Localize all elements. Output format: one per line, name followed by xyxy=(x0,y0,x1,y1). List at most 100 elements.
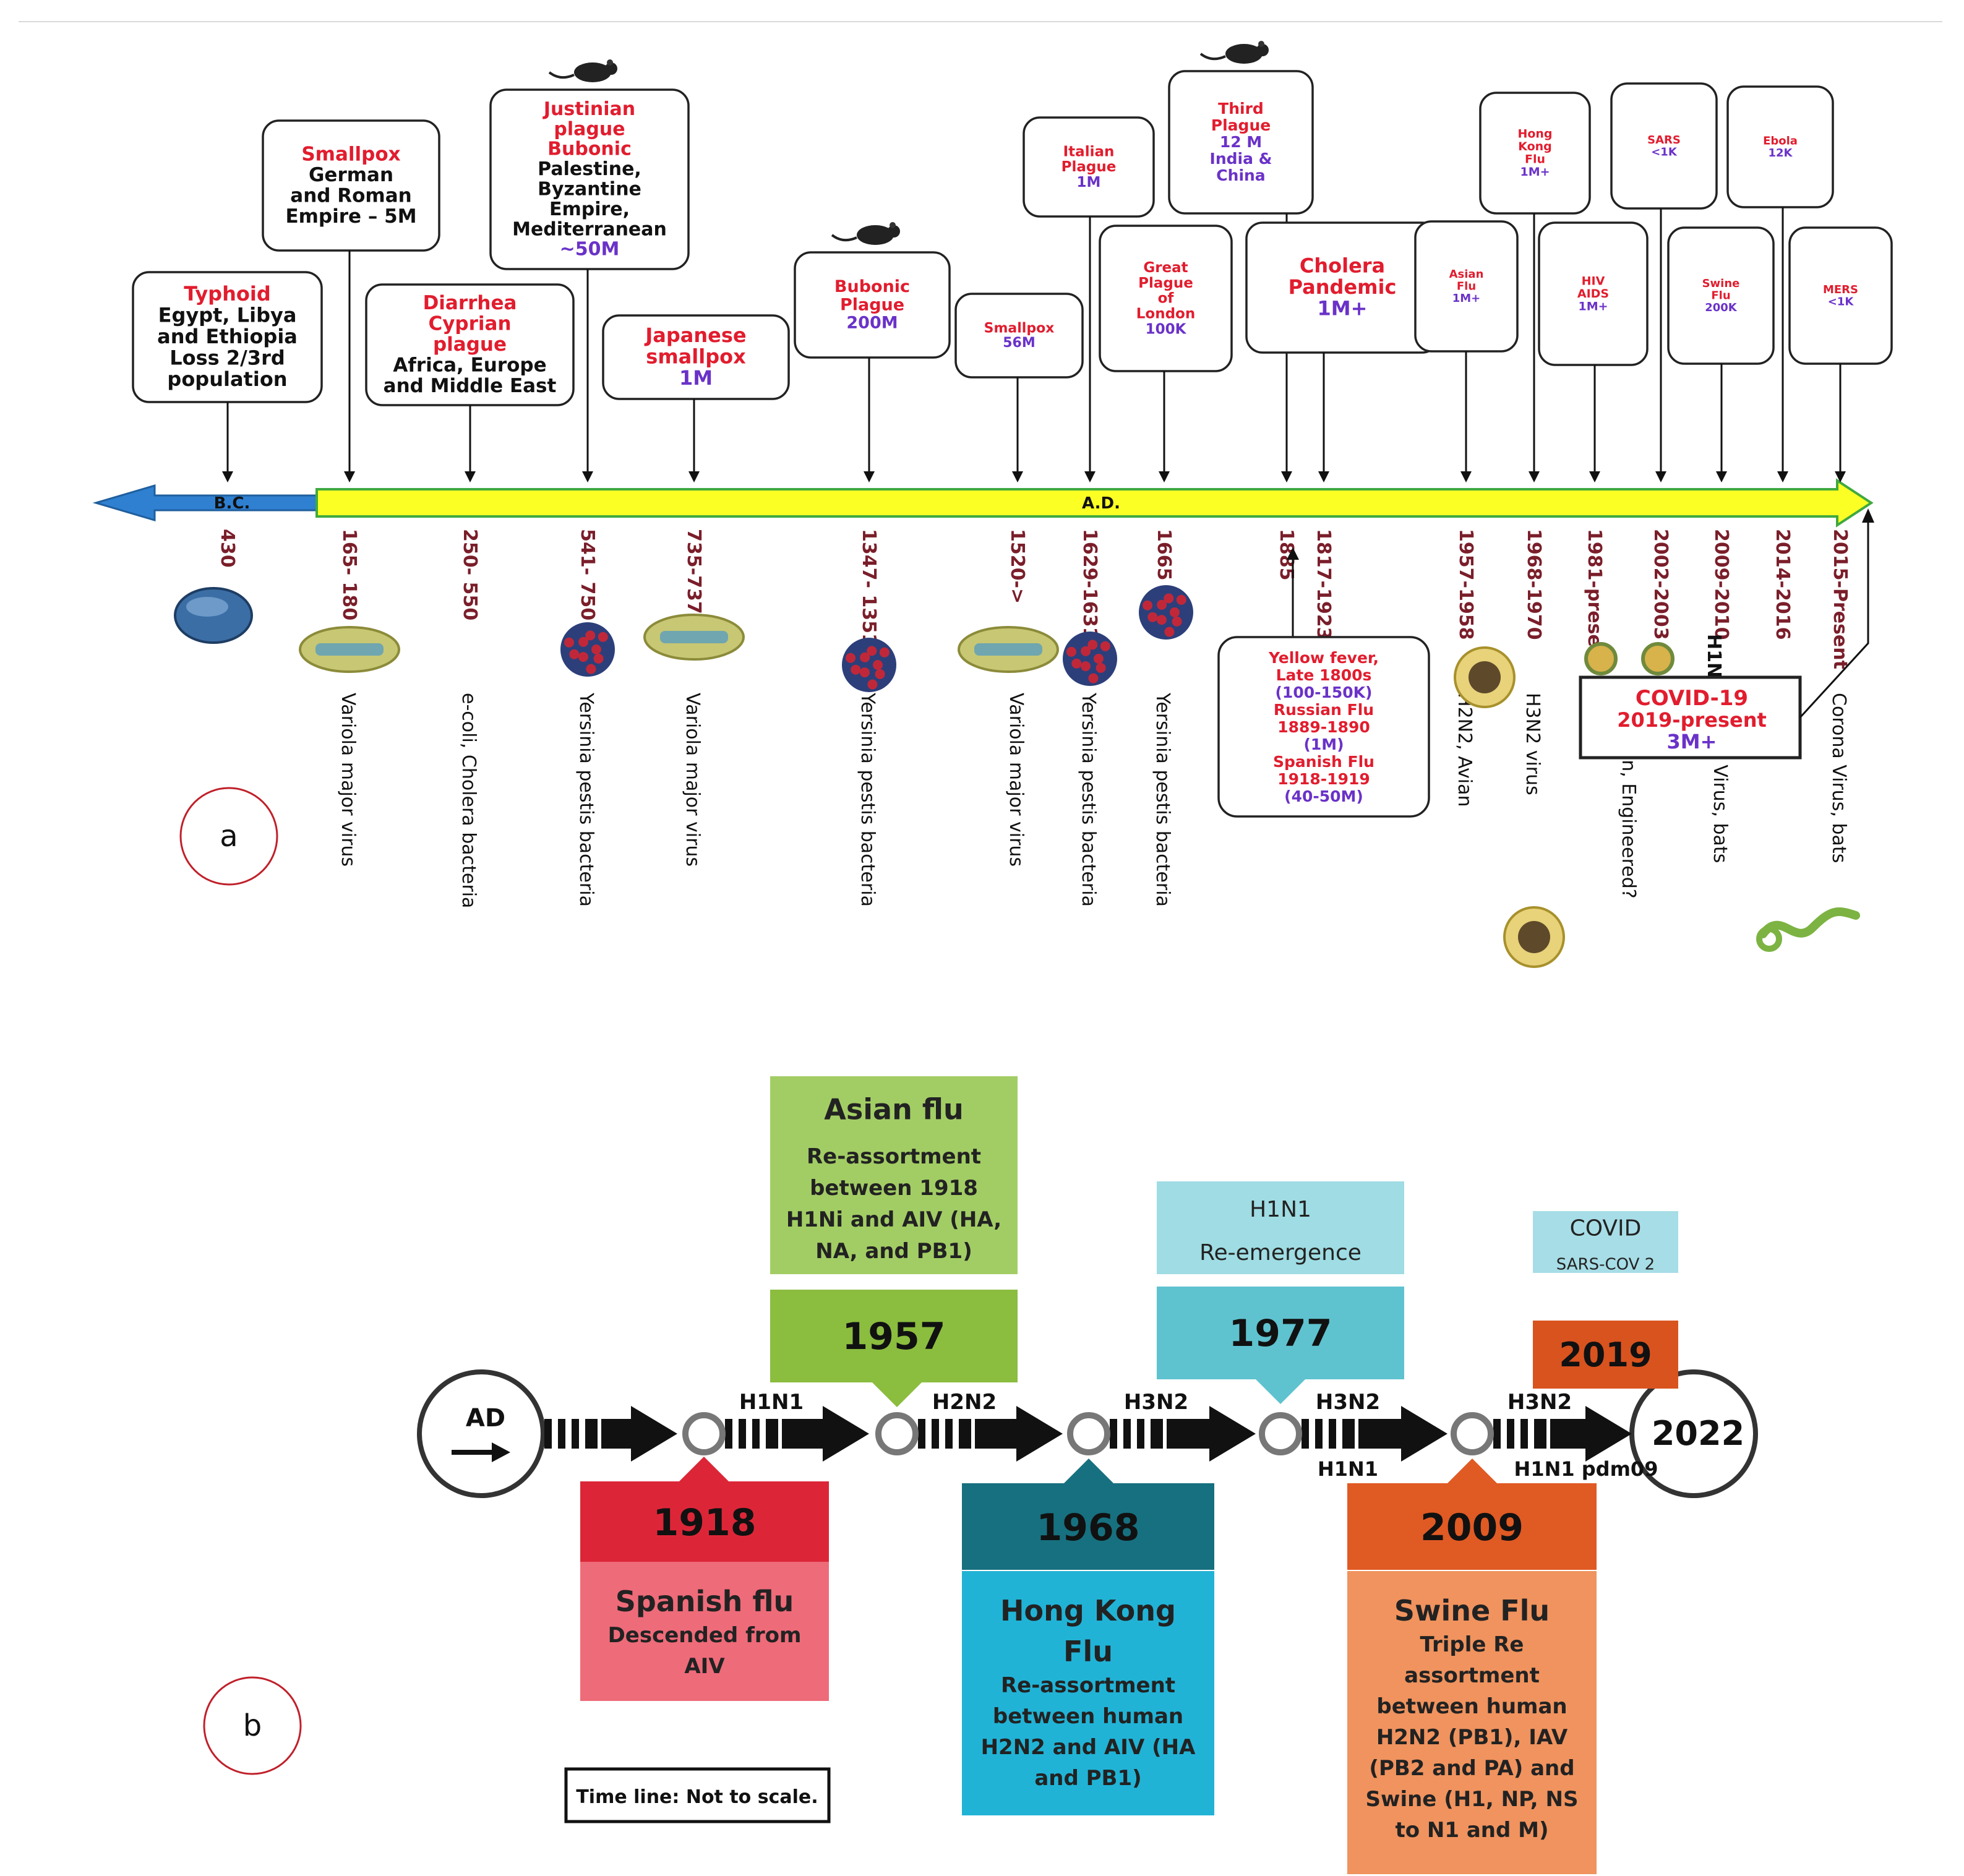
pointer-arrowhead xyxy=(1012,471,1023,482)
rat-ear xyxy=(607,59,613,66)
cocci-pathogen-icon xyxy=(1139,585,1193,640)
event-detail: German xyxy=(309,164,393,186)
event-name: 1889-1890 xyxy=(1277,718,1370,736)
event-box xyxy=(1023,116,1155,218)
rat-tail xyxy=(548,71,575,79)
timeline-segment-4: H3N2 xyxy=(1110,1390,1256,1462)
pointer-arrowhead xyxy=(582,471,593,482)
event-name: Japanese xyxy=(644,323,746,347)
pointer-arrowhead xyxy=(1589,471,1600,482)
era-ad-label: A.D. xyxy=(1082,494,1120,513)
segment-dash xyxy=(1534,1419,1546,1449)
cocci-spot xyxy=(846,653,856,663)
covid-dates: 2019-present xyxy=(1617,708,1767,732)
event-death-toll: (100-150K) xyxy=(1276,683,1373,701)
segment-dash xyxy=(572,1419,579,1449)
event-name: Cholera xyxy=(1300,254,1385,277)
event-death-toll: 1M+ xyxy=(1452,292,1481,305)
event-box xyxy=(1726,85,1834,208)
rod-pathogen-icon xyxy=(643,614,745,661)
event-name: Hong xyxy=(1517,127,1552,141)
card-description: NA, and PB1) xyxy=(815,1239,972,1264)
event-name: Spanish Flu xyxy=(1273,753,1374,771)
cocci-spot xyxy=(564,637,575,648)
start-label: AD xyxy=(466,1404,505,1433)
event-name: Late 1800s xyxy=(1276,666,1372,684)
event-date: 1957-1958 xyxy=(1455,529,1477,640)
event-date: 250- 550 xyxy=(459,529,481,620)
segment-dash xyxy=(1137,1419,1144,1449)
event-name: AIDS xyxy=(1577,287,1609,301)
covid-death-toll: 3M+ xyxy=(1667,730,1717,753)
cocci-spot xyxy=(1143,600,1153,610)
card-description: H1Ni and AIV (HA, xyxy=(786,1207,1001,1232)
pointer-arrowhead xyxy=(1777,471,1788,482)
card-year-panel xyxy=(1157,1287,1404,1379)
event-detail: and Ethiopia xyxy=(157,325,298,348)
cocci-spot xyxy=(1164,627,1175,637)
segment-dash xyxy=(544,1419,552,1449)
rat-ear xyxy=(1258,41,1264,47)
timeline-note: Time line: Not to scale. xyxy=(576,1786,818,1808)
cocci-spot xyxy=(578,652,588,662)
cocci-spot xyxy=(1096,662,1106,673)
cocci-pathogen-icon xyxy=(1063,632,1117,686)
event-box xyxy=(794,251,951,359)
rod-core xyxy=(660,631,728,643)
filament-loop xyxy=(1756,926,1782,952)
event-name: MERS xyxy=(1823,283,1858,296)
card-description: H2N2 (PB1), IAV xyxy=(1376,1725,1568,1750)
event-name: smallpox xyxy=(646,345,746,368)
cocci-spot xyxy=(1071,658,1082,669)
segment-arrowhead xyxy=(1016,1406,1063,1462)
card-description: between human xyxy=(1376,1694,1567,1719)
card-year: 1918 xyxy=(653,1501,757,1544)
segment-subtype-top: H3N2 xyxy=(1316,1390,1380,1415)
event-detail: Mediterranean xyxy=(512,218,667,240)
segment-dash xyxy=(766,1419,778,1449)
event-death-toll: ~50M xyxy=(560,239,620,260)
event-date: 2009-2010 xyxy=(1710,529,1732,640)
timeline-node xyxy=(875,1412,919,1455)
event-date: 1629-1631 xyxy=(1079,529,1100,640)
cocci-spot xyxy=(1176,594,1186,605)
event-death-toll: 1M+ xyxy=(1318,296,1368,320)
card-year-panel xyxy=(1347,1483,1597,1570)
event-detail: Empire, xyxy=(549,199,630,220)
segment-dash xyxy=(1301,1419,1309,1449)
cocci-spot xyxy=(569,649,580,659)
rat-tail xyxy=(1199,53,1226,61)
cocci-pathogen-icon xyxy=(560,622,615,677)
event-box xyxy=(1538,221,1649,366)
segment-dash xyxy=(1520,1419,1528,1449)
segment-subtype-bottom: H1N1 pdm09 xyxy=(1514,1457,1658,1481)
pointer-arrowhead xyxy=(344,471,355,482)
event-name: Bubonic xyxy=(547,139,632,160)
cocci-spot xyxy=(591,645,601,654)
cocci-spot xyxy=(1170,607,1180,617)
event-detail: Loss 2/3rd xyxy=(169,346,285,369)
event-date: 541- 750 xyxy=(577,529,598,620)
card-description-panel xyxy=(1347,1571,1597,1874)
event-name: SARS xyxy=(1647,134,1681,147)
card-description-panel xyxy=(770,1076,1018,1274)
card-title: Spanish flu xyxy=(615,1585,794,1618)
segment-dash xyxy=(959,1419,971,1449)
cocci-spot xyxy=(875,669,885,679)
cocci-spot xyxy=(1156,615,1167,625)
cocci-spot xyxy=(1087,640,1098,650)
event-name: Russian Flu xyxy=(1274,701,1374,719)
card-description-panel xyxy=(962,1571,1214,1815)
segment-dash xyxy=(918,1419,925,1449)
timeline-note-frame xyxy=(564,1767,831,1823)
event-date: 1817-1923 xyxy=(1313,529,1334,640)
event-name: Cyprian xyxy=(428,313,511,335)
event-name: Great xyxy=(1143,260,1188,276)
